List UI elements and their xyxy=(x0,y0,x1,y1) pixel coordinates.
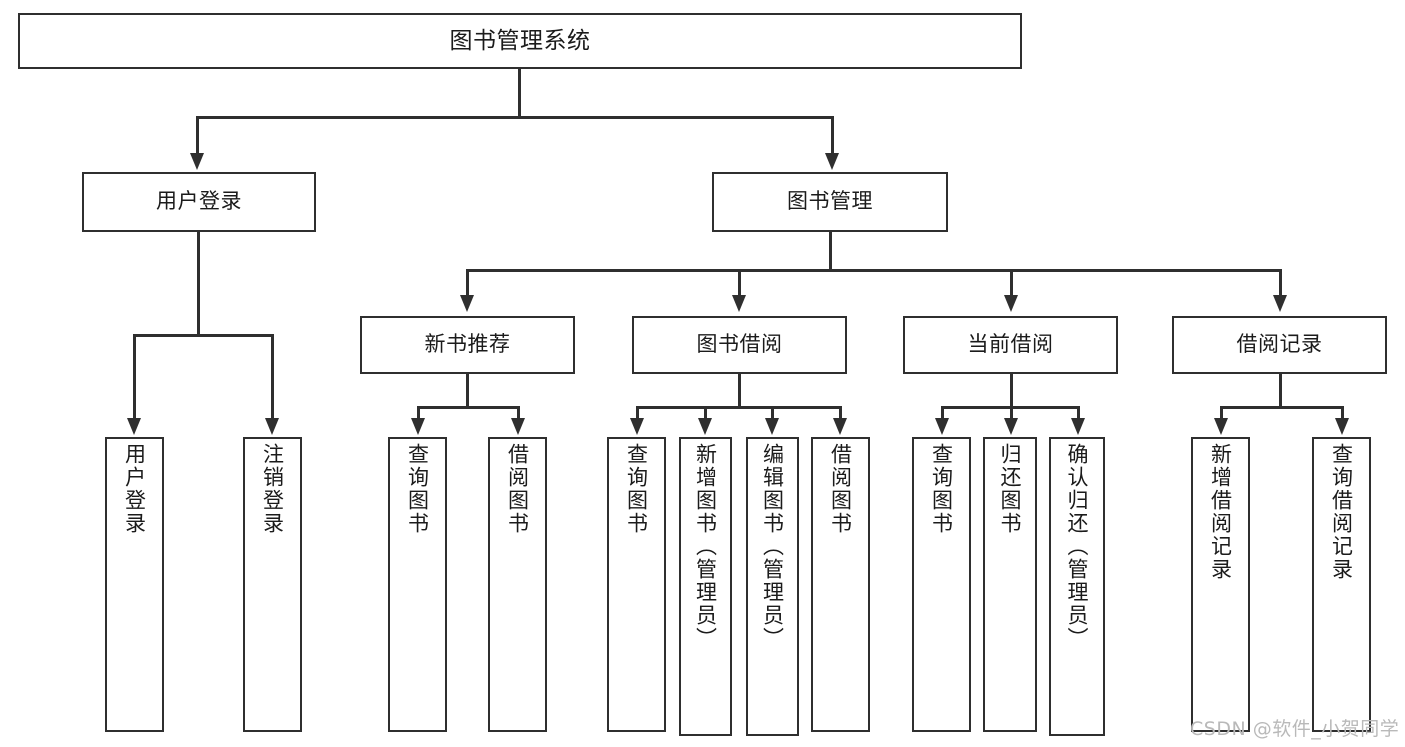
connector-user-login-to-leaf-1 xyxy=(133,334,136,419)
node-new-book-recommend[interactable]: 新书推荐 xyxy=(360,316,575,374)
node-label: 归还图书 xyxy=(998,443,1023,535)
node-label: 新书推荐 xyxy=(424,332,511,357)
arrow-bm-to-book-borrow xyxy=(732,295,746,312)
node-label: 确认归还（管理员） xyxy=(1065,443,1090,650)
leaf-book-borrow-edit-admin[interactable]: 编辑图书（管理员） xyxy=(746,437,799,736)
node-label: 图书管理 xyxy=(787,189,873,214)
node-label: 用户登录 xyxy=(156,189,242,214)
connector-borrow-record-bus xyxy=(1220,406,1341,409)
connector-bm-to-new-book xyxy=(466,269,469,297)
connector-current-borrow-stem xyxy=(1010,374,1013,408)
arrow-cb-to-leaf-2 xyxy=(1004,418,1018,435)
arrow-bb-to-leaf-1 xyxy=(630,418,644,435)
arrow-bb-to-leaf-2 xyxy=(698,418,712,435)
connector-cb-to-leaf-1 xyxy=(941,406,944,421)
leaf-book-borrow-add-admin[interactable]: 新增图书（管理员） xyxy=(679,437,732,736)
leaf-new-book-query[interactable]: 查询图书 xyxy=(388,437,447,732)
connector-new-book-bus xyxy=(417,406,517,409)
arrow-bb-to-leaf-3 xyxy=(765,418,779,435)
leaf-book-borrow-query[interactable]: 查询图书 xyxy=(607,437,666,732)
node-root-book-management-system[interactable]: 图书管理系统 xyxy=(18,13,1022,69)
leaf-new-book-borrow[interactable]: 借阅图书 xyxy=(488,437,547,732)
arrow-bm-to-borrow-record xyxy=(1273,295,1287,312)
arrow-cb-to-leaf-3 xyxy=(1071,418,1085,435)
node-label: 查询借阅记录 xyxy=(1329,443,1354,581)
connector-br-to-leaf-1 xyxy=(1220,406,1223,421)
leaf-user-login-login[interactable]: 用户登录 xyxy=(105,437,164,732)
arrow-root-to-user-login xyxy=(190,153,204,170)
arrow-br-to-leaf-2 xyxy=(1335,418,1349,435)
leaf-current-borrow-return[interactable]: 归还图书 xyxy=(983,437,1037,732)
node-label: 用户登录 xyxy=(122,443,147,535)
arrow-cb-to-leaf-1 xyxy=(935,418,949,435)
connector-book-management-bus xyxy=(466,269,1282,272)
node-label: 新增借阅记录 xyxy=(1208,443,1233,581)
node-label: 编辑图书（管理员） xyxy=(760,443,785,650)
leaf-current-borrow-query[interactable]: 查询图书 xyxy=(912,437,971,732)
node-label: 借阅图书 xyxy=(828,443,853,535)
connector-bm-to-book-borrow xyxy=(738,269,741,297)
connector-root-bus xyxy=(196,116,834,119)
connector-user-login-stem xyxy=(197,232,200,336)
arrow-bm-to-new-book xyxy=(460,295,474,312)
arrow-bb-to-leaf-4 xyxy=(833,418,847,435)
arrow-new-book-to-leaf-2 xyxy=(511,418,525,435)
node-label: 当前借阅 xyxy=(967,332,1054,357)
leaf-user-login-logout[interactable]: 注销登录 xyxy=(243,437,302,732)
node-label: 查询图书 xyxy=(624,443,649,535)
arrow-br-to-leaf-1 xyxy=(1214,418,1228,435)
arrow-user-login-to-leaf-2 xyxy=(265,418,279,435)
node-label: 注销登录 xyxy=(260,443,285,535)
connector-bb-to-leaf-3 xyxy=(771,406,774,421)
node-label: 图书借阅 xyxy=(696,332,783,357)
connector-bb-to-leaf-1 xyxy=(636,406,639,421)
node-book-borrow[interactable]: 图书借阅 xyxy=(632,316,847,374)
connector-user-login-bus xyxy=(133,334,271,337)
connector-cb-to-leaf-2 xyxy=(1010,406,1013,421)
leaf-borrow-record-query[interactable]: 查询借阅记录 xyxy=(1312,437,1371,732)
connector-borrow-record-stem xyxy=(1279,374,1282,408)
node-book-management[interactable]: 图书管理 xyxy=(712,172,948,232)
node-label: 图书管理系统 xyxy=(449,27,591,54)
leaf-current-borrow-confirm-admin[interactable]: 确认归还（管理员） xyxy=(1049,437,1105,736)
connector-bm-to-current-borrow xyxy=(1010,269,1013,297)
node-user-login[interactable]: 用户登录 xyxy=(82,172,316,232)
connector-root-to-user-login xyxy=(196,116,199,156)
connector-new-book-stem xyxy=(466,374,469,408)
arrow-user-login-to-leaf-1 xyxy=(127,418,141,435)
node-label: 查询图书 xyxy=(929,443,954,535)
connector-root-stem-vertical xyxy=(518,69,521,118)
arrow-new-book-to-leaf-1 xyxy=(411,418,425,435)
node-borrow-record[interactable]: 借阅记录 xyxy=(1172,316,1387,374)
connector-new-book-to-leaf-1 xyxy=(417,406,420,421)
connector-bb-to-leaf-2 xyxy=(704,406,707,421)
connector-bm-to-borrow-record xyxy=(1279,269,1282,297)
connector-new-book-to-leaf-2 xyxy=(517,406,520,421)
connector-br-to-leaf-2 xyxy=(1341,406,1344,421)
connector-book-borrow-bus xyxy=(636,406,841,409)
node-label: 借阅图书 xyxy=(505,443,530,535)
node-label: 借阅记录 xyxy=(1236,332,1323,357)
connector-book-borrow-stem xyxy=(738,374,741,408)
leaf-book-borrow-borrow[interactable]: 借阅图书 xyxy=(811,437,870,732)
connector-bb-to-leaf-4 xyxy=(839,406,842,421)
connector-root-to-book-management xyxy=(831,116,834,156)
arrow-root-to-book-management xyxy=(825,153,839,170)
connector-user-login-to-leaf-2 xyxy=(271,334,274,419)
node-label: 新增图书（管理员） xyxy=(693,443,718,650)
arrow-bm-to-current-borrow xyxy=(1004,295,1018,312)
node-current-borrow[interactable]: 当前借阅 xyxy=(903,316,1118,374)
connector-cb-to-leaf-3 xyxy=(1077,406,1080,421)
leaf-borrow-record-add[interactable]: 新增借阅记录 xyxy=(1191,437,1250,732)
connector-book-management-stem xyxy=(829,232,832,272)
node-label: 查询图书 xyxy=(405,443,430,535)
